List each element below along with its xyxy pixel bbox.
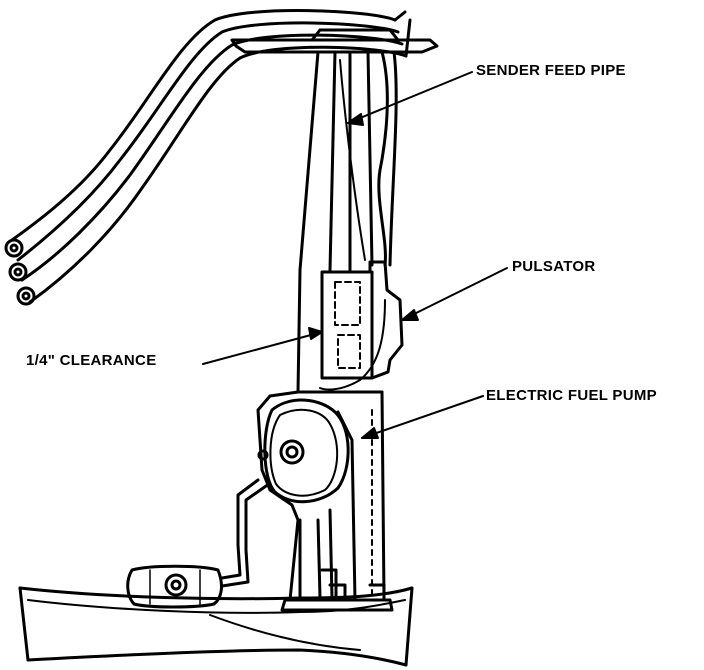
strainer-sock — [18, 583, 414, 667]
pulsator-body — [319, 260, 404, 391]
leader-lines — [202, 71, 508, 439]
label-pulsator: PULSATOR — [512, 258, 596, 275]
line-ends — [4, 238, 36, 306]
feed-pipe-tubes — [296, 50, 398, 394]
wire-lead — [220, 478, 268, 588]
label-electric-fuel-pump: ELECTRIC FUEL PUMP — [486, 387, 657, 404]
fuel-lines — [10, 9, 412, 304]
label-clearance: 1/4" CLEARANCE — [26, 352, 157, 369]
sender-flange — [230, 28, 439, 54]
hose-connector — [126, 564, 223, 609]
label-sender-feed-pipe: SENDER FEED PIPE — [476, 62, 626, 79]
fuel-pump-body — [256, 390, 386, 602]
